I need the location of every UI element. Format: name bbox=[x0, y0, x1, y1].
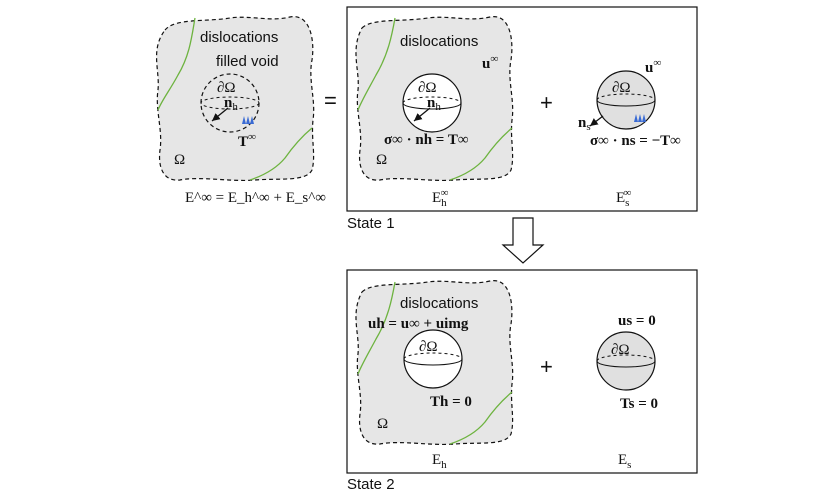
left-boundary-label: ∂Ω bbox=[217, 80, 236, 96]
state1-void-equator-front bbox=[402, 102, 462, 110]
equals-sign: = bbox=[324, 88, 337, 113]
state2-sphere-boundary-label: ∂Ω bbox=[611, 342, 630, 358]
state2-void-equator-back bbox=[403, 352, 463, 360]
left-filled-void-label: filled void bbox=[216, 53, 279, 70]
left-void-equator bbox=[200, 96, 260, 110]
state1-sphere-u-label: u∞ bbox=[645, 57, 661, 76]
state1-bc-h: σ∞ · nh = T∞ bbox=[384, 132, 469, 148]
state1-sphere-equator-front bbox=[596, 99, 656, 107]
state1-sphere-normal-arrow bbox=[589, 115, 604, 127]
state1-sphere: ∂Ω bbox=[589, 70, 656, 130]
state2-title: State 2 bbox=[347, 476, 395, 493]
state1-dislocation-2 bbox=[449, 127, 513, 181]
state2-u-s: us = 0 bbox=[618, 313, 656, 329]
state2-plus: + bbox=[540, 354, 553, 379]
left-panel: dislocations filled void ∂Ω nh T∞ Ω E^∞ … bbox=[155, 16, 326, 206]
left-normal-label: nh bbox=[224, 95, 238, 113]
state2-u-h: uh = u∞ + uimg bbox=[368, 316, 469, 332]
left-dislocations-label: dislocations bbox=[200, 29, 278, 46]
state1-boundary-label: ∂Ω bbox=[418, 80, 437, 96]
left-energy-caption: E^∞ = E_h^∞ + E_s^∞ bbox=[185, 190, 326, 206]
state1-void-equator-back bbox=[402, 96, 462, 104]
state2-t-h: Th = 0 bbox=[430, 394, 472, 410]
state2-dislocation-1 bbox=[357, 281, 396, 375]
state2-domain-label: Ω bbox=[377, 416, 388, 432]
state2-panel: dislocations uh = u∞ + uimg ∂Ω Th = 0 Ω … bbox=[346, 269, 698, 493]
state2-sphere-equator-front bbox=[596, 360, 656, 368]
state1-sphere-equator-back bbox=[596, 93, 656, 101]
state1-title: State 1 bbox=[347, 215, 395, 232]
left-traction-label: T∞ bbox=[238, 131, 256, 150]
state1-sphere-boundary-label: ∂Ω bbox=[612, 80, 631, 96]
state1-dislocations-label: dislocations bbox=[400, 33, 478, 50]
left-dislocation-2 bbox=[249, 127, 313, 181]
state1-sphere-normal-label: ns bbox=[578, 115, 591, 133]
state2-sphere bbox=[596, 331, 656, 391]
left-domain-label: Ω bbox=[174, 152, 185, 168]
state2-void-equator-front bbox=[403, 358, 463, 366]
down-arrow-icon bbox=[501, 217, 545, 264]
left-normal-arrow bbox=[211, 107, 229, 122]
state1-plus: + bbox=[540, 90, 553, 115]
state1-normal-label: nh bbox=[427, 95, 441, 113]
state2-energy-h: Eh bbox=[432, 452, 447, 471]
state2-energy-s: Es bbox=[618, 452, 631, 471]
state1-sphere-traction-icon bbox=[634, 114, 646, 122]
state1-domain-label: Ω bbox=[376, 152, 387, 168]
state1-panel: dislocations u∞ ∂Ω nh σ∞ · nh = T∞ Ω + ∂… bbox=[346, 6, 698, 232]
state1-normal-arrow bbox=[413, 107, 431, 122]
left-dislocation-1 bbox=[157, 17, 196, 111]
state1-frame bbox=[346, 6, 698, 212]
state1-u-label: u∞ bbox=[482, 53, 498, 72]
state1-energy-s: Es∞ bbox=[616, 187, 631, 209]
state2-sphere-circle bbox=[596, 331, 656, 391]
state2-dislocations-label: dislocations bbox=[400, 295, 478, 312]
state2-t-s: Ts = 0 bbox=[620, 396, 658, 412]
state2-dislocation-2 bbox=[449, 391, 513, 445]
state1-bc-s: σ∞ · ns = −T∞ bbox=[590, 133, 681, 149]
left-region bbox=[155, 16, 315, 181]
state2-sphere-equator-back bbox=[596, 354, 656, 362]
state2-frame bbox=[346, 269, 698, 474]
state1-dislocation-1 bbox=[357, 17, 396, 111]
left-traction-icon bbox=[242, 116, 254, 124]
state2-boundary-label: ∂Ω bbox=[419, 339, 438, 355]
state1-energy-h: Eh∞ bbox=[432, 187, 449, 209]
